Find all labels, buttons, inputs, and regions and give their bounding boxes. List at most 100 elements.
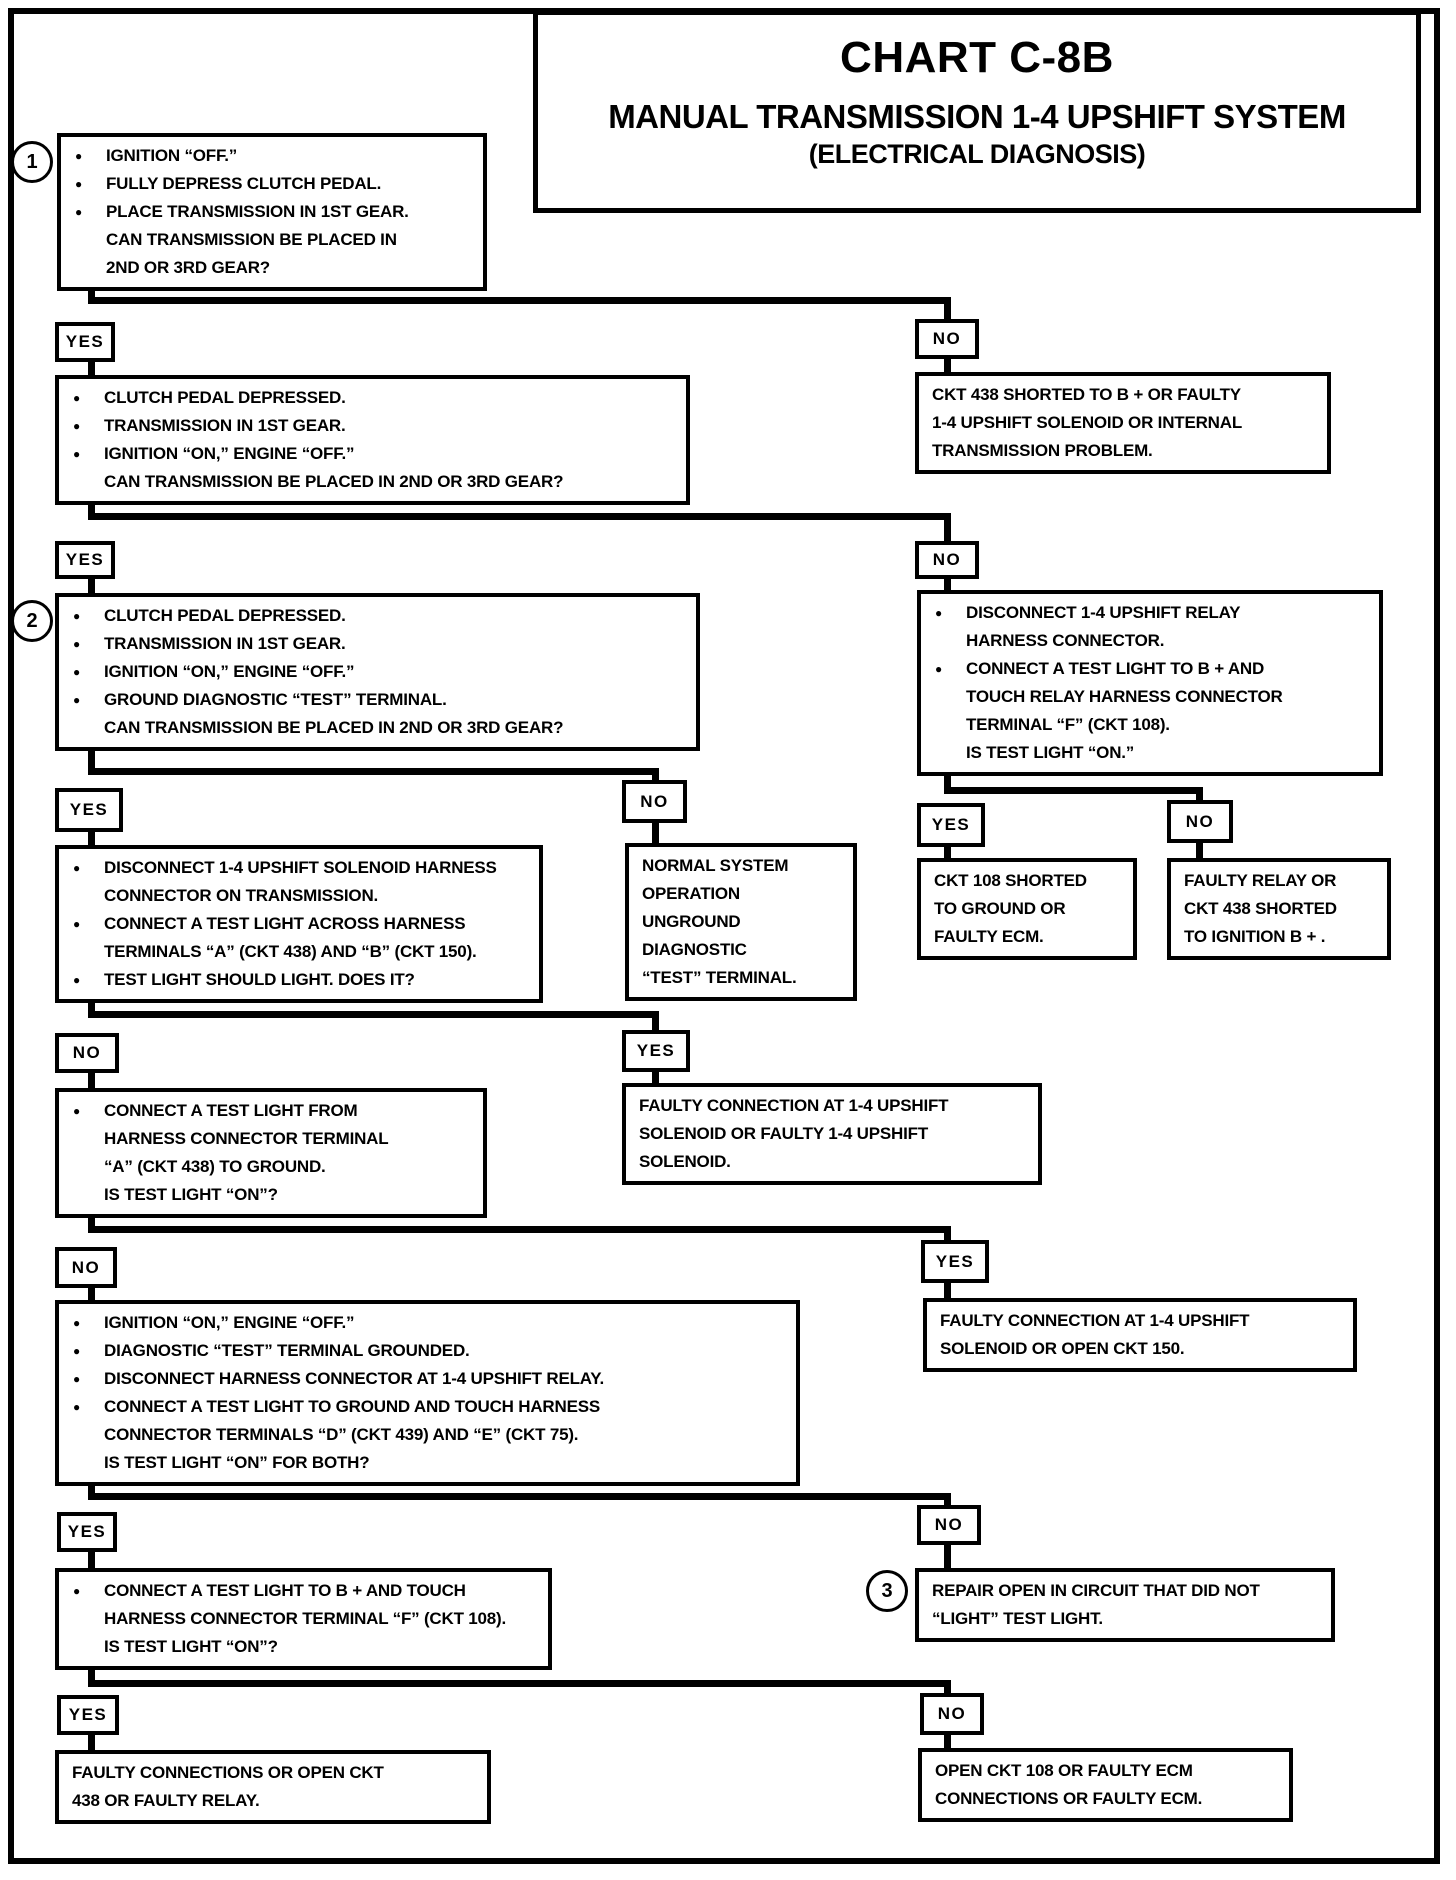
branch-label-yes-7: YES [57, 1695, 119, 1735]
branch-label-no-2: NO [915, 541, 979, 579]
text-line: CKT 438 SHORTED [1184, 899, 1337, 918]
text-line: CAN TRANSMISSION BE PLACED IN [106, 230, 397, 249]
connector-line [88, 1680, 951, 1687]
connector-line [652, 768, 659, 782]
node-step-relay-terminals-test: IGNITION “ON,” ENGINE “OFF.”DIAGNOSTIC “… [55, 1300, 800, 1486]
node-step-clutch-1st-gear: CLUTCH PEDAL DEPRESSED.TRANSMISSION IN 1… [55, 375, 690, 505]
connector-line [88, 289, 95, 299]
text-line: TERMINALS “A” (CKT 438) AND “B” (CKT 150… [104, 942, 477, 961]
bullet-line: TRANSMISSION IN 1ST GEAR. [59, 630, 688, 658]
connector-line [88, 768, 659, 775]
connector-line [88, 297, 951, 304]
node-step-test-light-terminal-f: CONNECT A TEST LIGHT TO B + AND TOUCHHAR… [55, 1568, 552, 1670]
connector-line [944, 1543, 951, 1570]
text-line: HARNESS CONNECTOR TERMINAL “F” (CKT 108)… [104, 1609, 507, 1628]
text-line: OPEN CKT 108 OR FAULTY ECM [935, 1761, 1193, 1780]
connector-line [88, 1011, 659, 1018]
text-line: TOUCH RELAY HARNESS CONNECTOR [966, 687, 1283, 706]
bullet-line: FULLY DEPRESS CLUTCH PEDAL. [61, 170, 475, 198]
connector-line [1196, 787, 1203, 802]
connector-line [88, 1550, 95, 1570]
text-line: TERMINAL “F” (CKT 108). [966, 715, 1170, 734]
text-line: CONNECTOR ON TRANSMISSION. [104, 886, 379, 905]
bullet-line: TEST LIGHT SHOULD LIGHT. DOES IT? [59, 966, 531, 994]
connector-line [944, 1226, 951, 1242]
text-line: FAULTY ECM. [934, 927, 1044, 946]
connector-line [944, 774, 951, 789]
step-badge-1: 1 [11, 141, 53, 183]
bullet-line: CLUTCH PEDAL DEPRESSED. [59, 602, 688, 630]
branch-label-no-1: NO [915, 319, 979, 359]
text-line: HARNESS CONNECTOR. [966, 631, 1165, 650]
connector-line [944, 513, 951, 543]
text-line: CONNECTOR TERMINALS “D” (CKT 439) AND “E… [104, 1425, 579, 1444]
node-result-faulty-relay: FAULTY RELAY OR CKT 438 SHORTED TO IGNITIO… [1167, 858, 1391, 960]
connector-line [88, 1226, 951, 1233]
node-step-relay-test-light: DISCONNECT 1-4 UPSHIFT RELAY HARNESS CONN… [917, 590, 1383, 776]
bullet-line: IGNITION “OFF.” [61, 142, 475, 170]
text-line: HARNESS CONNECTOR TERMINAL [104, 1129, 389, 1148]
connector-line [88, 830, 95, 847]
text-line: FAULTY RELAY OR [1184, 871, 1337, 890]
step-badge-2: 2 [11, 600, 53, 642]
text-line: IS TEST LIGHT “ON.” [966, 743, 1135, 762]
text-line: “LIGHT” TEST LIGHT. [932, 1609, 1103, 1628]
bullet-line: IGNITION “ON,” ENGINE “OFF.” [59, 658, 688, 686]
chart-system-title: MANUAL TRANSMISSION 1-4 UPSHIFT SYSTEM [608, 98, 1346, 135]
connector-line [88, 1493, 951, 1500]
connector-line [88, 1001, 95, 1013]
text-line: SOLENOID OR OPEN CKT 150. [940, 1339, 1185, 1358]
bullet-line: DIAGNOSTIC “TEST” TERMINAL GROUNDED. [59, 1337, 788, 1365]
text-line: 438 OR FAULTY RELAY. [72, 1791, 260, 1810]
connector-line [88, 503, 95, 515]
text-line: FAULTY CONNECTIONS OR OPEN CKT [72, 1763, 384, 1782]
text-line: SOLENOID OR FAULTY 1-4 UPSHIFT [639, 1124, 929, 1143]
chart-subtitle: (ELECTRICAL DIAGNOSIS) [808, 139, 1146, 169]
text-line: “TEST” TERMINAL. [642, 968, 797, 987]
text-line: 2ND OR 3RD GEAR? [106, 258, 270, 277]
text-line: TO IGNITION B + . [1184, 927, 1326, 946]
chart-title: CHART C-8B [840, 33, 1114, 82]
connector-line [944, 1680, 951, 1695]
branch-label-yes-3: YES [55, 788, 123, 832]
step-badge-3: 3 [866, 1570, 908, 1612]
bullet-line: CONNECT A TEST LIGHT ACROSS HARNESS [59, 910, 531, 938]
bullet-line: CONNECT A TEST LIGHT TO GROUND AND TOUCH… [59, 1393, 788, 1421]
connector-line [944, 297, 951, 321]
bullet-line: DISCONNECT HARNESS CONNECTOR AT 1-4 UPSH… [59, 1365, 788, 1393]
text-line: NORMAL SYSTEM [642, 856, 789, 875]
bullet-line: DISCONNECT 1-4 UPSHIFT RELAY [921, 599, 1371, 627]
connector-line [944, 1281, 951, 1300]
node-step2-ground-test-terminal: CLUTCH PEDAL DEPRESSED.TRANSMISSION IN 1… [55, 593, 700, 751]
text-line: DIAGNOSTIC [642, 940, 747, 959]
node-result-faulty-connections-ckt438: FAULTY CONNECTIONS OR OPEN CKT 438 OR FAU… [55, 1750, 491, 1824]
connector-line [944, 359, 951, 374]
text-line: IS TEST LIGHT “ON” FOR BOTH? [104, 1453, 370, 1472]
bullet-line: TRANSMISSION IN 1ST GEAR. [59, 412, 678, 440]
connector-line [944, 577, 951, 592]
connector-line [652, 1070, 659, 1085]
text-line: CKT 108 SHORTED [934, 871, 1087, 890]
node-step1-initial-check: IGNITION “OFF.”FULLY DEPRESS CLUTCH PEDA… [57, 133, 487, 291]
connector-line [88, 577, 95, 595]
bullet-line: GROUND DIAGNOSTIC “TEST” TERMINAL. [59, 686, 688, 714]
branch-label-yes-2: YES [55, 541, 115, 579]
connector-line [88, 1484, 95, 1495]
bullet-line: CONNECT A TEST LIGHT TO B + AND [921, 655, 1371, 683]
branch-label-no-4: NO [55, 1033, 119, 1073]
chart-title-box: CHART C-8B MANUAL TRANSMISSION 1-4 UPSHI… [533, 10, 1421, 213]
text-line: CAN TRANSMISSION BE PLACED IN 2ND OR 3RD… [104, 718, 564, 737]
bullet-line: IGNITION “ON,” ENGINE “OFF.” [59, 1309, 788, 1337]
text-line: IS TEST LIGHT “ON”? [104, 1637, 278, 1656]
connector-line [1196, 841, 1203, 860]
text-line: CKT 438 SHORTED TO B + OR FAULTY [932, 385, 1241, 404]
branch-label-yes-6: YES [57, 1512, 117, 1552]
text-line: OPERATION [642, 884, 741, 903]
